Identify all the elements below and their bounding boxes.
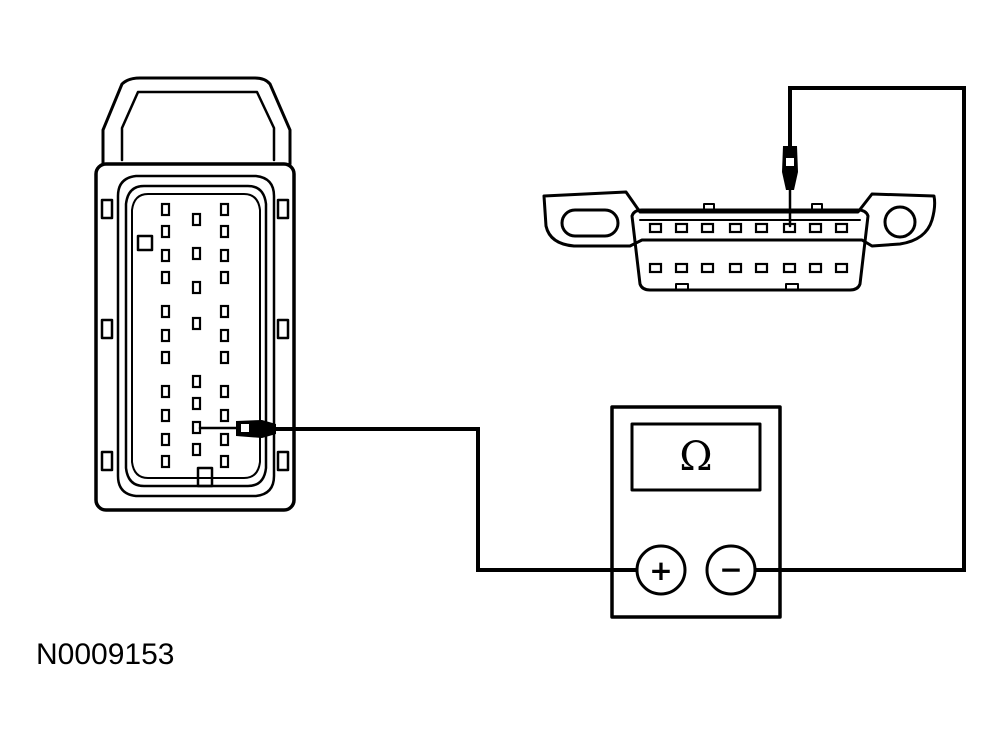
connector-pin xyxy=(160,384,171,399)
dlc-pin xyxy=(648,222,663,234)
connector-pin xyxy=(160,202,171,217)
dlc-pin xyxy=(834,222,849,234)
connector-pin xyxy=(219,432,230,447)
dlc-pin xyxy=(728,222,743,234)
dlc-pins xyxy=(648,222,849,274)
dlc-pin xyxy=(674,262,689,274)
connector-pin xyxy=(191,246,202,261)
positive-terminal-label: + xyxy=(649,554,672,587)
dlc-pin xyxy=(700,262,715,274)
positive-lead-wire xyxy=(276,427,638,572)
connector-pin xyxy=(219,454,230,469)
connector-pin xyxy=(160,304,171,319)
connector-pin xyxy=(219,304,230,319)
connector-latch xyxy=(101,76,292,166)
connector-pin xyxy=(219,202,230,217)
dlc-pin xyxy=(754,222,769,234)
connector-pin xyxy=(219,248,230,263)
connector-pin xyxy=(160,328,171,343)
connector-pins xyxy=(160,202,230,469)
negative-terminal-label: − xyxy=(719,553,742,586)
dlc-pin xyxy=(674,222,689,234)
connector-pin xyxy=(160,454,171,469)
connector-pin xyxy=(219,408,230,423)
connector-pin xyxy=(219,270,230,285)
dlc-pin xyxy=(808,222,823,234)
connector-pin xyxy=(191,396,202,411)
dlc-mounting-hole xyxy=(883,205,917,239)
connector-pin xyxy=(160,224,171,239)
dlc-pin xyxy=(700,222,715,234)
dlc-pin xyxy=(782,262,797,274)
module-connector xyxy=(94,76,296,512)
connector-pin xyxy=(191,374,202,389)
dlc-pin xyxy=(728,262,743,274)
dlc-pin xyxy=(648,262,663,274)
connector-pin xyxy=(219,224,230,239)
connector-pin xyxy=(160,408,171,423)
ohmmeter: Ω + − xyxy=(610,405,782,619)
connector-pin xyxy=(219,328,230,343)
dlc-mounting-slot xyxy=(560,208,620,238)
dlc-flange xyxy=(542,190,937,248)
connector-pin xyxy=(191,212,202,227)
module-probe xyxy=(198,420,276,438)
connector-pin xyxy=(160,248,171,263)
connector-pin xyxy=(191,316,202,331)
connector-pin xyxy=(160,432,171,447)
connector-body xyxy=(94,162,296,512)
dlc-body xyxy=(630,208,870,292)
connector-pin xyxy=(219,350,230,365)
figure-id-label: N0009153 xyxy=(36,638,175,671)
test-leads xyxy=(276,86,966,572)
meter-display xyxy=(630,422,762,492)
connector-pin xyxy=(191,280,202,295)
positive-terminal[interactable] xyxy=(635,544,687,596)
negative-lead-wire xyxy=(756,86,966,572)
negative-terminal[interactable] xyxy=(705,544,757,596)
dlc-pin xyxy=(808,262,823,274)
data-link-connector xyxy=(542,190,937,292)
dlc-probe xyxy=(782,146,798,228)
connector-pin xyxy=(219,384,230,399)
connector-pin xyxy=(191,442,202,457)
dlc-pin xyxy=(754,262,769,274)
connector-pin xyxy=(160,270,171,285)
connector-pin xyxy=(160,350,171,365)
probe-tip xyxy=(782,146,798,190)
meter-display-symbol: Ω xyxy=(679,434,712,480)
dlc-pin xyxy=(834,262,849,274)
meter-body xyxy=(610,405,782,619)
